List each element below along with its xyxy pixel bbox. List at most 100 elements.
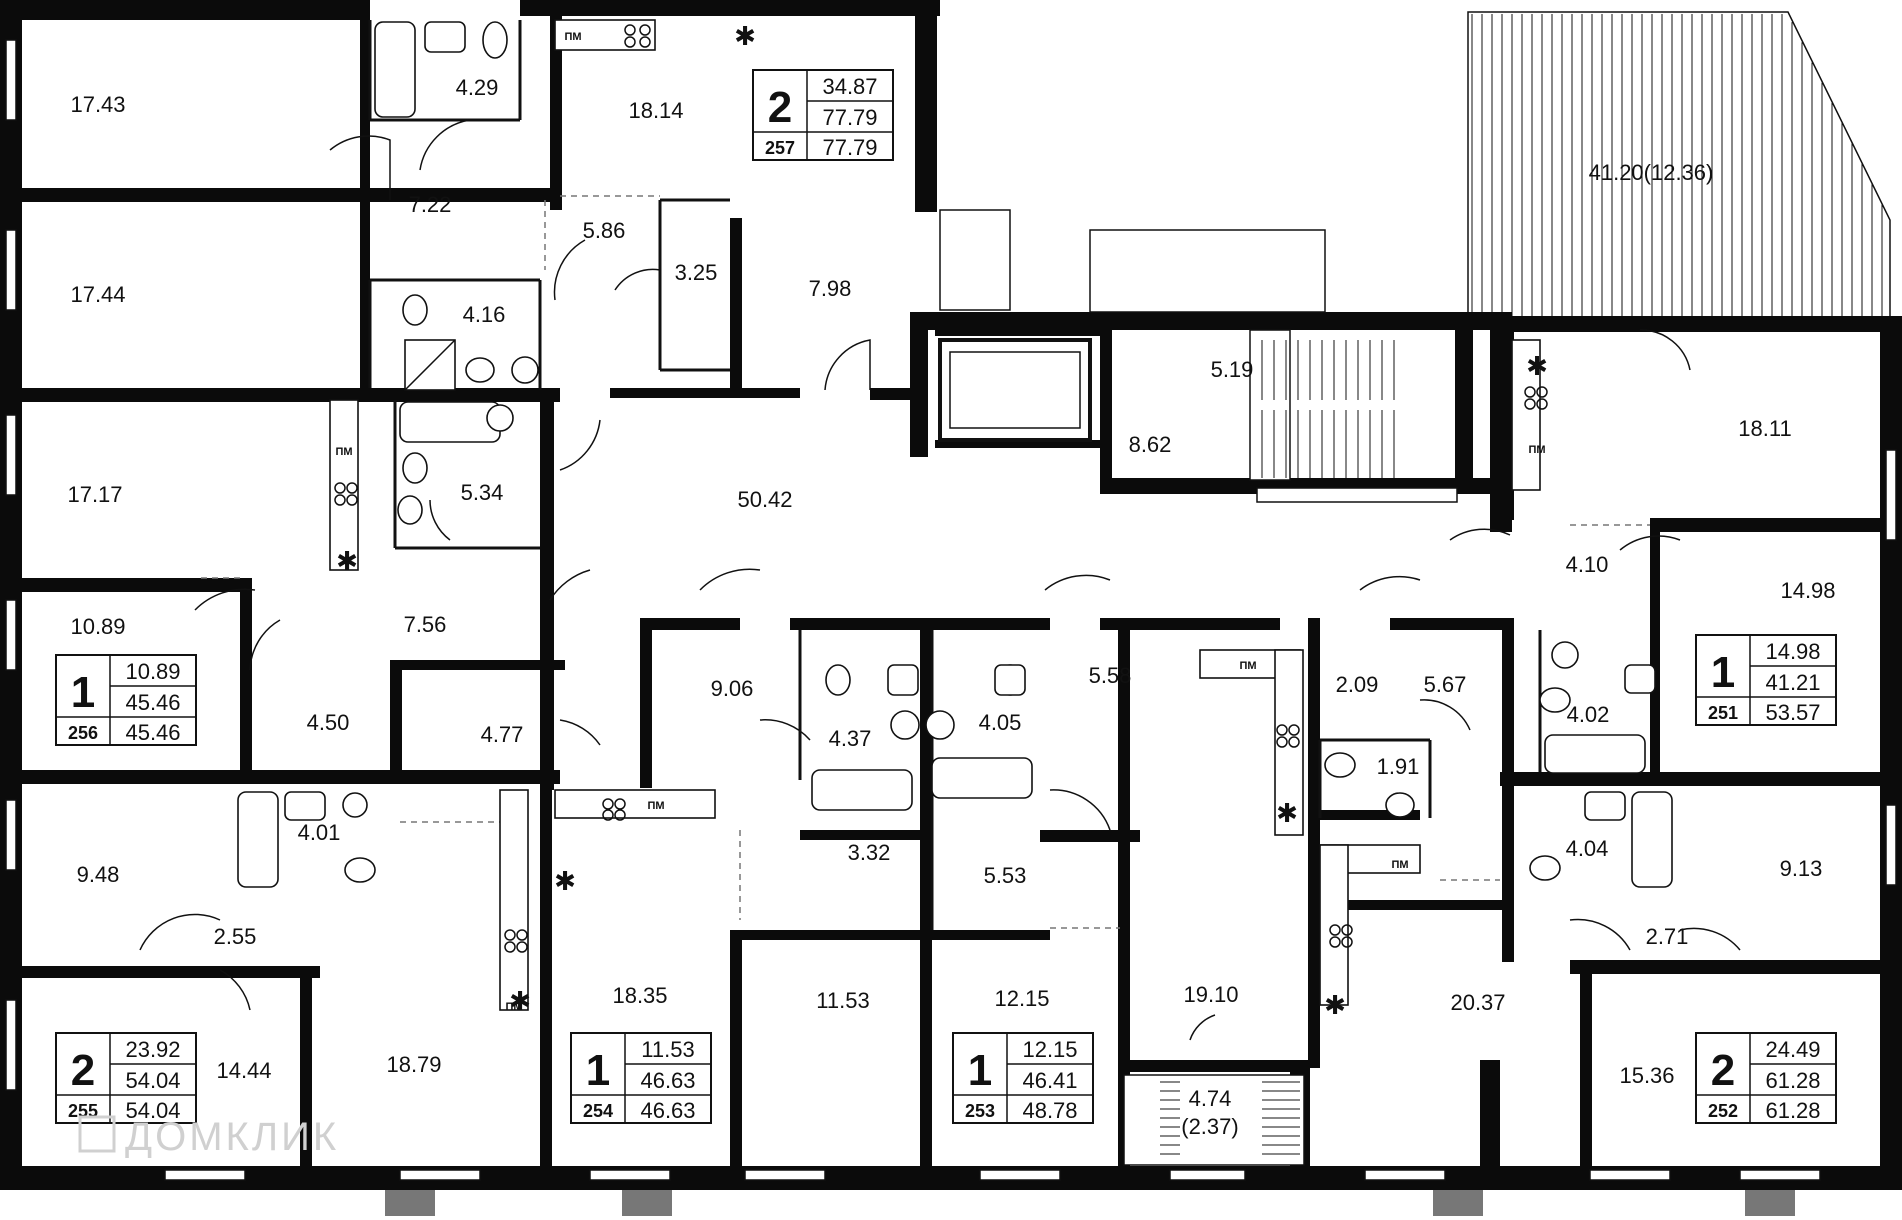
total-area-with-balcony: 77.79 [822, 135, 877, 160]
terrace-area: 41.20(12.36) [1589, 160, 1714, 185]
partitions [368, 20, 1542, 930]
total-area: 41.21 [1765, 670, 1820, 695]
terrace-hatch [1467, 11, 1891, 321]
room-area: 4.01 [298, 820, 341, 845]
room-area: 4.29 [456, 75, 499, 100]
living-area: 12.15 [1022, 1037, 1077, 1062]
watermark: ДОМКЛИК [78, 1115, 339, 1159]
total-area-with-balcony: 53.57 [1765, 700, 1820, 725]
vent-icon: ✱ [734, 22, 756, 52]
vent-icon: ✱ [336, 547, 358, 577]
apartment-badge-251: 1 251 14.98 41.21 53.57 [1695, 634, 1837, 726]
apartment-number: 254 [583, 1101, 613, 1121]
room-area: 4.02 [1567, 702, 1610, 727]
room-areas: 17.43 4.29 18.14 7.22 5.86 3.25 7.98 17.… [67, 75, 1835, 1139]
vent-icon: ✱ [1526, 352, 1548, 382]
room-area: 3.32 [848, 840, 891, 865]
dishwasher-label: ПМ [1528, 444, 1545, 456]
dishwasher-label: ПМ [335, 446, 352, 458]
dishwasher-label: ПМ [1391, 859, 1408, 871]
room-area: 9.06 [711, 676, 754, 701]
balcony-area: 4.74 [1189, 1086, 1232, 1111]
apartment-badges: 2 257 34.87 77.79 77.79 1 256 10.89 45.4… [55, 69, 1837, 1124]
vent-icon: ✱ [509, 987, 531, 1017]
bearing-walls [0, 0, 1902, 1190]
room-area: 9.48 [77, 862, 120, 887]
room-area: 1.91 [1377, 754, 1420, 779]
vent-icon: ✱ [1276, 799, 1298, 829]
apartment-badge-255: 2 255 23.92 54.04 54.04 [55, 1032, 197, 1124]
dishwasher-label: ПМ [1239, 660, 1256, 672]
total-area-with-balcony: 48.78 [1022, 1098, 1077, 1123]
room-area: 2.71 [1646, 924, 1689, 949]
room-area: 4.50 [307, 710, 350, 735]
total-area-with-balcony: 61.28 [1765, 1098, 1820, 1123]
dishwasher-label: ПМ [505, 1001, 522, 1013]
apartment-number: 257 [765, 138, 795, 158]
total-area: 61.28 [1765, 1068, 1820, 1093]
room-area: 17.17 [67, 482, 122, 507]
room-area: 5.58 [1089, 663, 1132, 688]
room-area: 2.55 [214, 924, 257, 949]
room-area: 4.77 [481, 722, 524, 747]
apartment-number: 252 [1708, 1101, 1738, 1121]
room-area: 4.37 [829, 726, 872, 751]
room-area: 5.19 [1211, 357, 1254, 382]
room-area: 15.36 [1619, 1063, 1674, 1088]
total-area-with-balcony: 45.46 [125, 720, 180, 745]
windows [5, 39, 1897, 1216]
rooms-count: 1 [71, 668, 95, 717]
zone-boundaries [200, 195, 1650, 929]
total-area: 45.46 [125, 690, 180, 715]
room-area: 17.43 [70, 92, 125, 117]
rooms-count: 1 [586, 1046, 610, 1095]
living-area: 24.49 [1765, 1037, 1820, 1062]
room-area: 18.35 [612, 983, 667, 1008]
balcony-reduced-area: (2.37) [1181, 1114, 1238, 1139]
living-area: 14.98 [1765, 639, 1820, 664]
watermark-text: ДОМКЛИК [125, 1115, 339, 1159]
room-area: 18.11 [1738, 416, 1791, 441]
room-area: 8.62 [1129, 432, 1172, 457]
apartment-number: 256 [68, 723, 98, 743]
apartment-number: 253 [965, 1101, 995, 1121]
apartment-badge-252: 2 252 24.49 61.28 61.28 [1695, 1032, 1837, 1124]
room-area: 17.44 [70, 282, 125, 307]
room-area: 19.10 [1183, 982, 1238, 1007]
total-area: 54.04 [125, 1068, 180, 1093]
room-area: 5.34 [461, 480, 504, 505]
room-area: 18.79 [386, 1052, 441, 1077]
vent-icon: ✱ [1324, 991, 1346, 1021]
living-area: 34.87 [822, 74, 877, 99]
room-area: 5.67 [1424, 672, 1467, 697]
room-area: 5.86 [583, 218, 626, 243]
room-area: 50.42 [737, 487, 792, 512]
rooms-count: 2 [768, 83, 792, 132]
room-area: 2.09 [1336, 672, 1379, 697]
dishwasher-label: ПМ [647, 800, 664, 812]
living-area: 23.92 [125, 1037, 180, 1062]
total-area: 77.79 [822, 105, 877, 130]
rooms-count: 1 [1711, 648, 1735, 697]
room-area: 4.16 [463, 302, 506, 327]
fixtures: ПМ ПМ ПМ ПМ ПМ ПМ ПМ ✱ ✱ ✱ ✱ ✱ ✱ ✱ [237, 19, 1673, 1021]
room-area: 4.04 [1566, 836, 1609, 861]
apartment-badge-257: 2 257 34.87 77.79 77.79 [752, 69, 894, 161]
room-area: 20.37 [1450, 990, 1505, 1015]
total-area-with-balcony: 46.63 [640, 1098, 695, 1123]
room-area: 4.05 [979, 710, 1022, 735]
room-area: 12.15 [994, 986, 1049, 1011]
apartment-badge-256: 1 256 10.89 45.46 45.46 [55, 654, 197, 746]
rooms-count: 1 [968, 1046, 992, 1095]
room-area: 7.98 [809, 276, 852, 301]
apartment-number: 251 [1708, 703, 1738, 723]
dishwasher-label: ПМ [564, 31, 581, 43]
apartment-badge-253: 1 253 12.15 46.41 48.78 [952, 1032, 1094, 1124]
apartment-badge-254: 1 254 11.53 46.63 46.63 [570, 1032, 712, 1124]
rooms-count: 2 [1711, 1046, 1735, 1095]
room-area: 14.44 [216, 1058, 271, 1083]
total-area: 46.41 [1022, 1068, 1077, 1093]
living-area: 10.89 [125, 659, 180, 684]
room-area: 7.22 [409, 192, 452, 217]
